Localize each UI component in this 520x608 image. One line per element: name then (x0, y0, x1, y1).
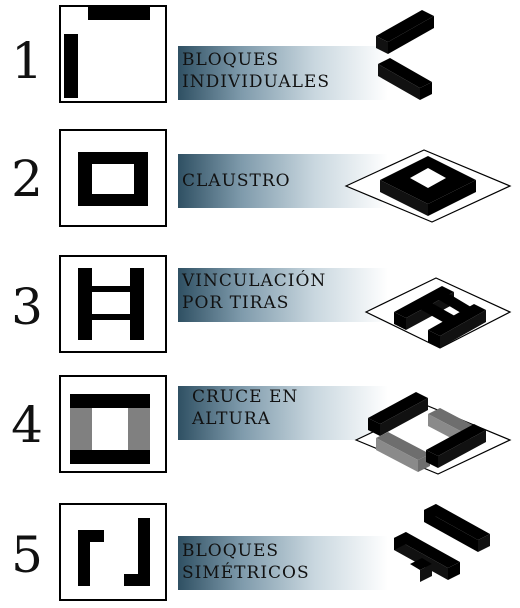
typology-label: CLAUSTRO (182, 170, 291, 192)
typology-label: VINCULACIÓN POR TIRAS (182, 270, 326, 314)
typology-row-3: 3 VINCULACIÓN POR TIRAS (0, 250, 520, 360)
typology-row-2: 2 CLAUSTRO (0, 124, 520, 234)
row-number: 5 (11, 526, 43, 584)
label-line: VINCULACIÓN (182, 271, 327, 291)
label-line: BLOQUES (182, 541, 280, 561)
plan-diagram-symmetric-blocks (59, 503, 167, 601)
label-line: INDIVIDUALES (182, 72, 330, 92)
label-line: SIMÉTRICOS (182, 563, 310, 583)
label-band (178, 268, 388, 322)
label-line: POR TIRAS (182, 293, 290, 313)
typology-label: BLOQUES INDIVIDUALES (182, 49, 330, 93)
typology-label: CRUCE EN ALTURA (192, 386, 298, 430)
label-line: CRUCE EN (192, 387, 299, 407)
label-line: ALTURA (192, 409, 271, 429)
label-line: BLOQUES (182, 50, 280, 70)
isometric-model-strip-linkage (364, 277, 512, 349)
row-number: 4 (11, 396, 43, 454)
typology-row-1: 1 BLOQUES INDIVIDUALES (0, 2, 520, 112)
plan-diagram-height-crossing (59, 375, 167, 473)
typology-label: BLOQUES SIMÉTRICOS (182, 540, 310, 584)
isometric-model-height-crossing (354, 392, 512, 475)
isometric-model-symmetric-blocks (394, 504, 490, 582)
label-band (178, 386, 388, 440)
isometric-model-individual-blocks (376, 10, 434, 100)
plan-diagram-cloister (59, 129, 167, 227)
plan-diagram-individual-blocks (59, 5, 167, 103)
row-number: 2 (11, 150, 43, 208)
typology-row-5: 5 BLOQUES SIMÉTRICOS (0, 494, 520, 604)
plan-diagram-strip-linkage (59, 255, 167, 353)
label-line: CLAUSTRO (182, 171, 291, 191)
label-band (178, 536, 388, 590)
isometric-model-cloister (344, 149, 512, 223)
row-number: 3 (11, 278, 43, 336)
row-number: 1 (11, 32, 43, 90)
typology-row-4: 4 CRUCE EN ALTURA (0, 372, 520, 482)
label-band (178, 154, 388, 208)
label-band (178, 46, 388, 100)
